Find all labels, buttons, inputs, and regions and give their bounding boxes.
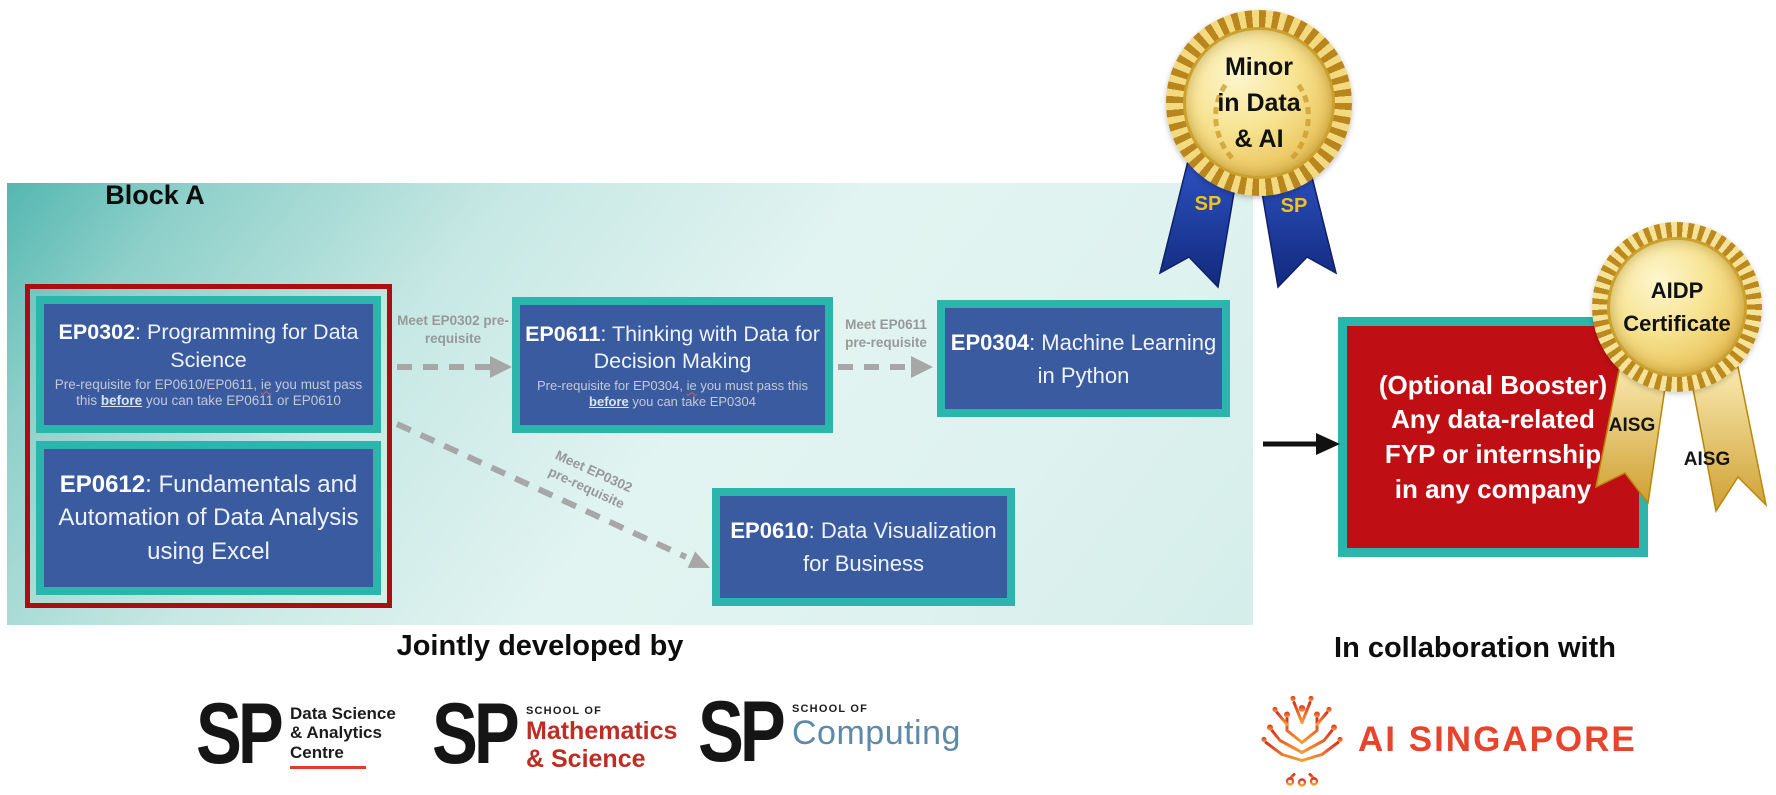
course-title: EP0304: Machine Learning in Python — [949, 326, 1218, 392]
course-title: EP0302: Programming for Data Science — [48, 319, 369, 373]
note-before: before — [589, 393, 629, 409]
ai-singapore-tree-icon — [1261, 695, 1343, 787]
booster-line: in any company — [1394, 473, 1592, 504]
note-text: you must pass this — [696, 377, 808, 393]
jointly-developed-caption: Jointly developed by — [396, 630, 684, 662]
ribbon-label-aisg-left: AISG — [1608, 415, 1656, 436]
medal-title-line: in Data — [1217, 88, 1301, 117]
sp-mathematics-science-logo: SP SCHOOL OF Mathematics & Science — [432, 686, 677, 782]
course-code: EP0612 — [59, 470, 146, 498]
ai-singapore-wordmark: AI SINGAPORE — [1358, 720, 1637, 759]
course-name: : Thinking with Data for Decision Making — [593, 321, 820, 373]
logo-text-line: Centre — [290, 742, 344, 762]
sp-math-text: SCHOOL OF Mathematics & Science — [526, 700, 677, 773]
block-a-title: Block A — [105, 180, 205, 210]
badge-title-line: AIDP — [1650, 278, 1704, 303]
aidp-certificate-badge: AISG AISG AIDP Certificate — [1580, 215, 1776, 525]
logo-red-underline — [290, 766, 366, 770]
course-name: : Fundamentals and Automation of Data An… — [58, 470, 359, 565]
ai-singapore-logo: AI SINGAPORE — [1252, 680, 1682, 792]
course-code: EP0302 — [58, 320, 136, 345]
ep0302-ep0612-group-border — [25, 284, 392, 608]
note-before: before — [100, 393, 143, 409]
arrowhead-icon — [1316, 433, 1340, 455]
medal-title-line: Minor — [1224, 52, 1294, 81]
prereq-label-ep0611-ep0304: Meet EP0611 pre-requisite — [845, 317, 927, 350]
booster-line: (Optional Booster) — [1378, 369, 1608, 400]
course-title: EP0612: Fundamentals and Automation of D… — [48, 468, 369, 569]
course-name: : Data Visualization for Business — [802, 518, 997, 576]
course-code: EP0610 — [730, 518, 809, 543]
course-ep0304: EP0304: Machine Learning in Python — [937, 300, 1230, 417]
badge-title-line: Certificate — [1623, 311, 1731, 336]
ribbon-right — [1691, 366, 1768, 513]
note-text: you must pass this — [76, 376, 363, 409]
course-name: : Machine Learning in Python — [1029, 329, 1217, 388]
note-text: Pre-requisite for EP0610/EP0611, — [54, 376, 261, 392]
course-note: Pre-requisite for EP0610/EP0611, ie you … — [48, 377, 369, 410]
logo-text-line: Data Science — [290, 704, 396, 723]
note-text: Pre-requisite for EP0304, — [537, 377, 687, 393]
ribbon-label-sp-left: SP — [1194, 193, 1222, 215]
course-name: : Programming for Data Science — [135, 320, 359, 372]
course-ep0610: EP0610: Data Visualization for Business — [712, 488, 1015, 606]
medal-face: Minor in Data & AI — [1183, 27, 1335, 179]
sp-computing-logo: SP SCHOOL OF Computing — [698, 684, 961, 780]
medal-title-line: & AI — [1234, 125, 1284, 154]
school-of-label: SCHOOL OF — [526, 705, 602, 717]
course-note: Pre-requisite for EP0304, ie you must pa… — [524, 378, 821, 410]
sp-dsac-text: Data Science & Analytics Centre — [290, 700, 396, 770]
sp-logo-mark: SP — [698, 684, 786, 780]
sp-computing-text: SCHOOL OF Computing — [792, 698, 961, 752]
logo-text-line: & Analytics — [290, 723, 382, 743]
badge-face: AIDP Certificate — [1607, 237, 1747, 377]
ribbon-label-sp-right: SP — [1280, 195, 1308, 217]
course-ep0612: EP0612: Fundamentals and Automation of D… — [36, 441, 381, 595]
logo-text-line: & Science — [526, 744, 646, 773]
course-title: EP0610: Data Visualization for Business — [724, 514, 1003, 580]
booster-line: Any data-related — [1391, 404, 1595, 435]
course-code: EP0304 — [950, 329, 1030, 355]
course-ep0611: EP0611: Thinking with Data for Decision … — [512, 297, 833, 433]
note-text: you can take EP0611 or EP0610 — [142, 393, 341, 409]
sp-dsac-logo: SP Data Science & Analytics Centre — [196, 686, 396, 782]
booster-line: FYP or internship — [1384, 439, 1602, 469]
logo-text-line: Computing — [792, 714, 961, 753]
logo-text-line: Mathematics — [526, 717, 678, 746]
badge-ribbons — [1594, 364, 1768, 513]
minor-in-data-ai-medal: SP SP Minor in Data & AI — [1140, 5, 1380, 305]
course-code: EP0611 — [525, 321, 601, 346]
ribbon-label-aisg-right: AISG — [1683, 449, 1731, 470]
course-ep0302: EP0302: Programming for Data Science Pre… — [36, 296, 381, 433]
note-text: you can take EP0304 — [628, 393, 756, 409]
sp-logo-mark: SP — [432, 686, 520, 782]
course-title: EP0611: Thinking with Data for Decision … — [524, 321, 821, 375]
prereq-label-ep0302-ep0611: Meet EP0302 pre-requisite — [397, 313, 509, 346]
note-ie: ie — [260, 376, 272, 392]
sp-logo-mark: SP — [196, 686, 284, 782]
note-ie: ie — [686, 377, 697, 393]
in-collaboration-caption: In collaboration with — [1334, 632, 1616, 664]
school-of-label: SCHOOL OF — [792, 703, 868, 715]
optional-booster-box: (Optional Booster) Any data-related FYP … — [1338, 317, 1648, 557]
